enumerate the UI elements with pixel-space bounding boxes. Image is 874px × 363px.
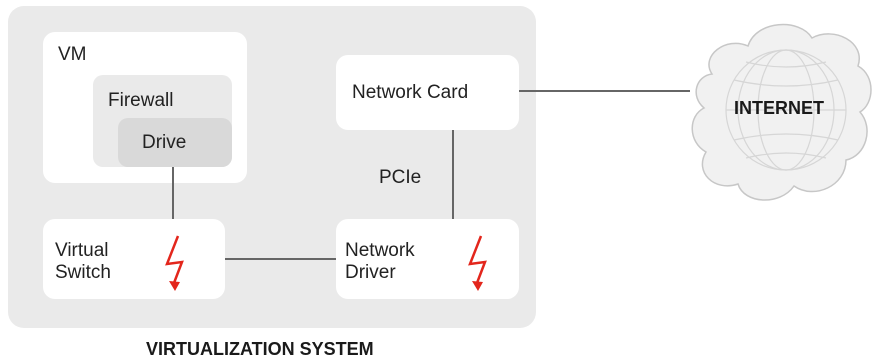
network-card-box (336, 55, 519, 130)
network-driver-box (336, 219, 519, 299)
network-driver-label: Network Driver (345, 240, 415, 283)
firewall-label: Firewall (108, 90, 174, 111)
virtualization-system-label: VIRTUALIZATION SYSTEM (146, 339, 374, 359)
lightning-bolt-icon (165, 235, 184, 291)
drive-box (118, 118, 232, 167)
globe-icon (725, 49, 847, 171)
virtual-switch-label: Virtual Switch (55, 240, 111, 283)
drive-label: Drive (142, 132, 187, 153)
lightning-bolt-icon (468, 235, 487, 291)
network-card-label: Network Card (352, 82, 469, 103)
vm-label: VM (58, 44, 87, 65)
virtual-switch-box (43, 219, 225, 299)
internet-label: INTERNET (734, 98, 824, 118)
cloud-icon (691, 23, 872, 201)
pcie-label: PCIe (379, 167, 422, 188)
